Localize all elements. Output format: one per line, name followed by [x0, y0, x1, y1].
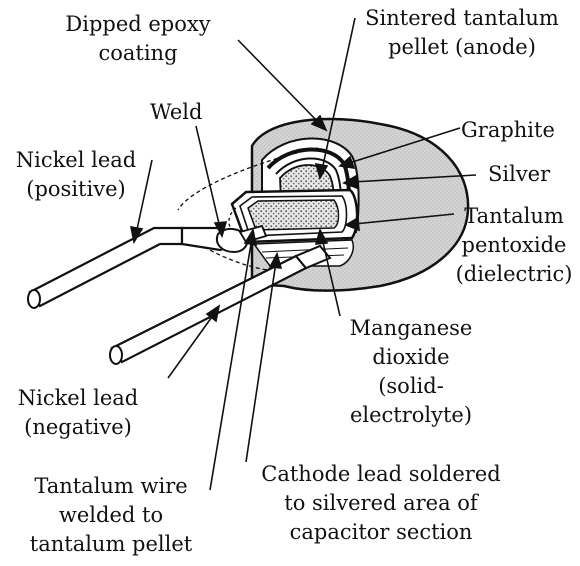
label-line: coating — [38, 39, 238, 68]
label-nickel-lead-negative: Nickel lead (negative) — [4, 384, 152, 442]
label-weld: Weld — [150, 98, 202, 127]
label-line: pellet (anode) — [348, 33, 576, 62]
label-line: (dielectric) — [452, 260, 576, 289]
label-line: Cathode lead soldered — [236, 460, 526, 489]
label-line: electrolyte) — [336, 401, 486, 430]
label-line: pentoxide — [452, 231, 576, 260]
label-line: Nickel lead — [6, 146, 146, 175]
label-line: (negative) — [4, 413, 152, 442]
label-tantalum-wire: Tantalum wire welded to tantalum pellet — [6, 472, 216, 559]
label-tantalum-pentoxide: Tantalum pentoxide (dielectric) — [452, 202, 576, 289]
label-sintered-tantalum-pellet: Sintered tantalum pellet (anode) — [348, 4, 576, 62]
label-line: Weld — [150, 98, 202, 127]
label-nickel-lead-positive: Nickel lead (positive) — [6, 146, 146, 204]
label-line: Graphite — [461, 116, 555, 145]
label-silver: Silver — [488, 160, 550, 189]
label-line: to silvered area of — [236, 489, 526, 518]
label-line: Tantalum wire — [6, 472, 216, 501]
label-line: (solid- — [336, 372, 486, 401]
label-cathode-lead: Cathode lead soldered to silvered area o… — [236, 460, 526, 547]
label-line: capacitor section — [236, 518, 526, 547]
label-line: Tantalum — [452, 202, 576, 231]
label-line: welded to — [6, 501, 216, 530]
label-line: (positive) — [6, 175, 146, 204]
label-line: Manganese — [336, 314, 486, 343]
label-line: Sintered tantalum — [348, 4, 576, 33]
positive-lead — [28, 228, 232, 308]
label-line: tantalum pellet — [6, 530, 216, 559]
label-graphite: Graphite — [461, 116, 555, 145]
epoxy-body — [178, 119, 468, 291]
label-line: Nickel lead — [4, 384, 152, 413]
label-line: Dipped epoxy — [38, 10, 238, 39]
label-dipped-epoxy-coating: Dipped epoxy coating — [38, 10, 238, 68]
label-line: Silver — [488, 160, 550, 189]
label-manganese-dioxide: Manganese dioxide (solid- electrolyte) — [336, 314, 486, 430]
label-line: dioxide — [336, 343, 486, 372]
